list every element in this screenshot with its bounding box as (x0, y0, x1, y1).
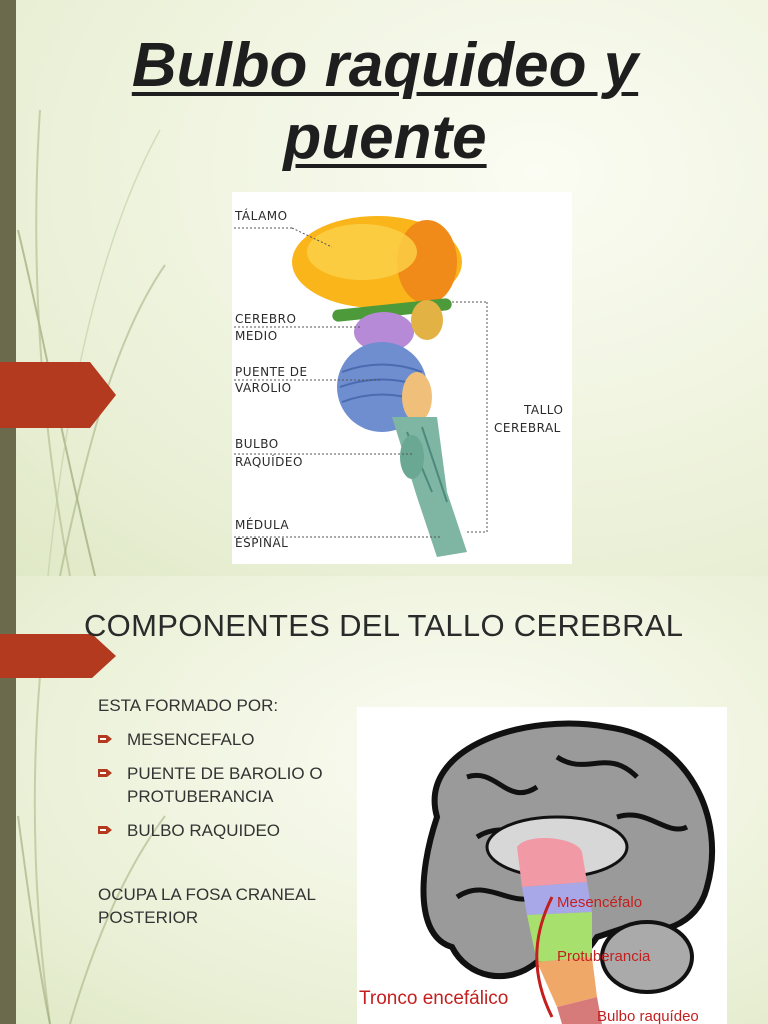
brainstem-diagram: TÁLAMO CEREBRO MEDIO PUENTE DE VAROLIO B… (232, 192, 572, 564)
label-cerebro-medio-1: CEREBRO (235, 312, 296, 326)
red-arrow-marker (0, 634, 116, 678)
list-item: PUENTE DE BAROLIO O PROTUBERANCIA (98, 762, 358, 808)
label-tronco: Tronco encefálico (359, 988, 508, 1009)
label-tallo-1: TALLO (523, 403, 564, 417)
label-protuberancia: Protuberancia (557, 948, 651, 965)
list-item: BULBO RAQUIDEO (98, 819, 358, 842)
label-bulbo-2: RAQUÍDEO (235, 454, 303, 469)
arrow-bullet-icon (98, 735, 112, 743)
red-arrow-marker (0, 362, 116, 428)
label-bulbo: Bulbo raquídeo (597, 1008, 699, 1024)
label-tallo-2: CEREBRAL (494, 421, 561, 435)
label-medula-2: ESPINAL (235, 536, 288, 550)
slide-subtitle: COMPONENTES DEL TALLO CEREBRAL (84, 608, 684, 643)
bullet-list: MESENCEFALO PUENTE DE BAROLIO O PROTUBER… (98, 728, 358, 853)
note-text: OCUPA LA FOSA CRANEAL POSTERIOR (98, 885, 316, 927)
slide-2: COMPONENTES DEL TALLO CEREBRAL ESTA FORM… (0, 576, 768, 1024)
intro-text: ESTA FORMADO POR: (98, 696, 279, 715)
slide-title: Bulbo raquideo y puente (131, 31, 639, 172)
list-item: MESENCEFALO (98, 728, 358, 751)
label-bulbo-1: BULBO (235, 437, 279, 451)
label-puente-2: VAROLIO (235, 381, 292, 395)
arrow-bullet-icon (98, 826, 112, 834)
label-medula-1: MÉDULA (235, 517, 289, 532)
label-puente-1: PUENTE DE (235, 365, 308, 379)
label-talamo: TÁLAMO (234, 208, 288, 223)
slide-1: Bulbo raquideo y puente (0, 0, 768, 576)
label-cerebro-medio-2: MEDIO (235, 329, 278, 343)
brain-sagittal-diagram: Mesencéfalo Protuberancia Tronco encefál… (357, 707, 727, 1024)
arrow-bullet-icon (98, 769, 112, 777)
label-mesencefalo: Mesencéfalo (557, 894, 642, 911)
left-accent-bar (0, 0, 16, 576)
left-accent-bar (0, 576, 16, 1024)
decorative-stems (17, 675, 166, 1024)
